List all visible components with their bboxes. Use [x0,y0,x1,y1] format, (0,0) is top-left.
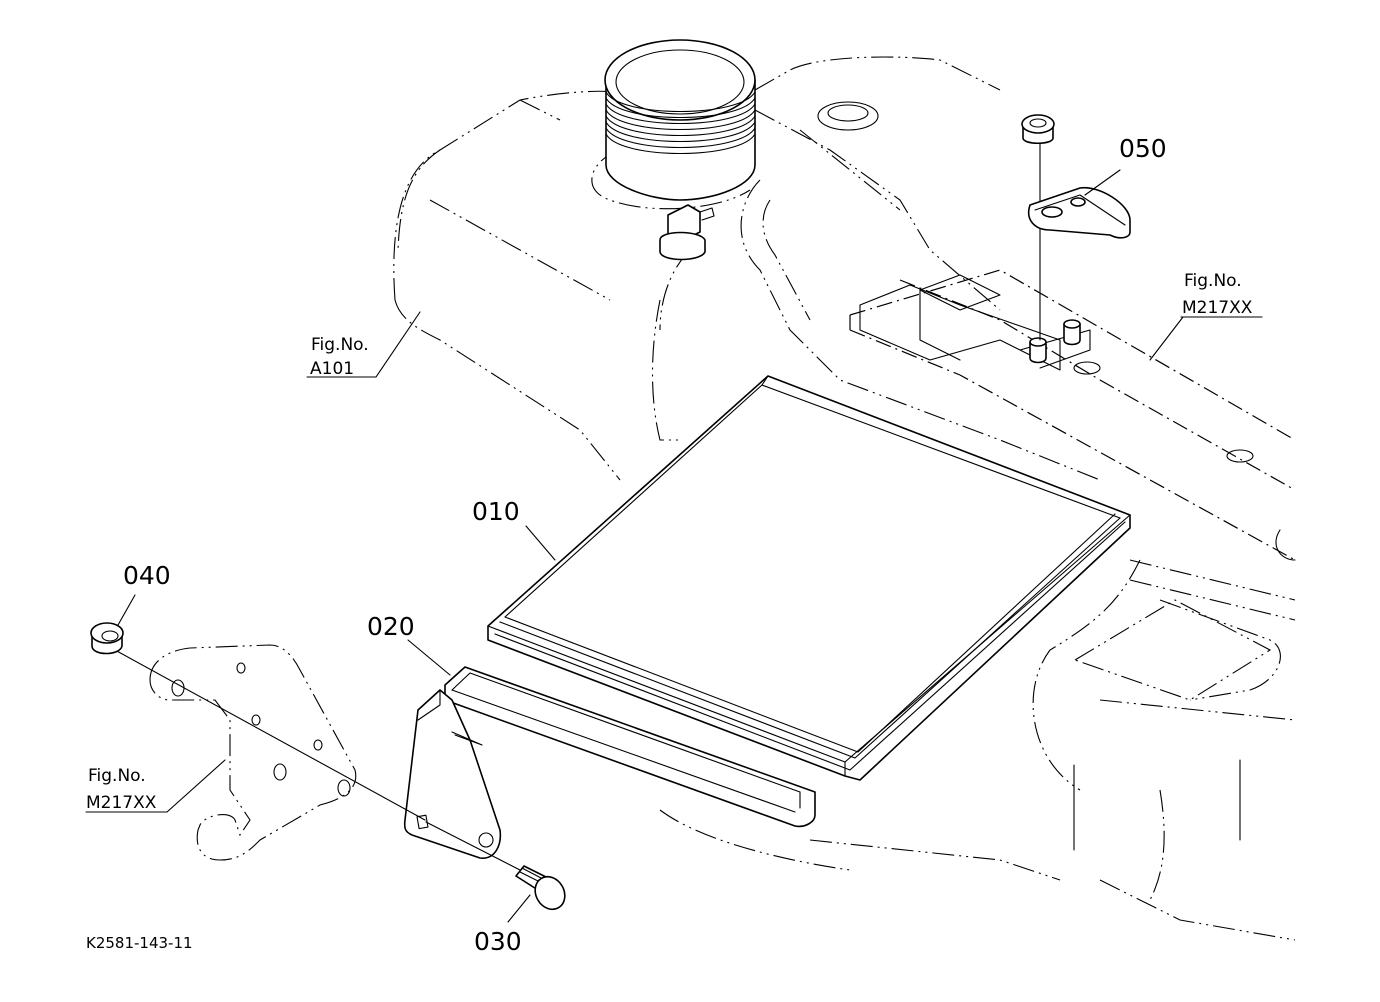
callout-020: 020 [367,612,415,641]
fig-ref-fuel-tank-label: Fig.No. [311,335,369,355]
frame-outline [659,269,1296,941]
mount-block [859,274,1091,371]
fuel-cap [604,39,756,201]
part-050-latch [1021,114,1131,341]
callout-010: 010 [472,497,520,526]
callout-030: 030 [474,927,522,956]
part-030-bolt [425,821,566,911]
part-010-plate [487,375,1131,781]
fig-ref-frame-label: Fig.No. [1184,271,1242,291]
fig-ref-fuel-tank-number: A101 [310,359,354,379]
fig-ref-bracket-number: M217XX [86,793,157,813]
fuel-fitting [659,204,715,261]
part-020-bracket [403,666,816,859]
fuel-tank-outline [393,56,1101,481]
side-bracket-plate [149,644,357,861]
part-040-nut [90,622,426,821]
leader-lines [85,169,1263,923]
fig-ref-frame-number: M217XX [1182,298,1253,318]
callout-050: 050 [1119,134,1167,163]
callout-040: 040 [123,561,171,590]
diagram-id: K2581-143-11 [86,934,193,952]
fig-ref-bracket-label: Fig.No. [88,766,146,786]
